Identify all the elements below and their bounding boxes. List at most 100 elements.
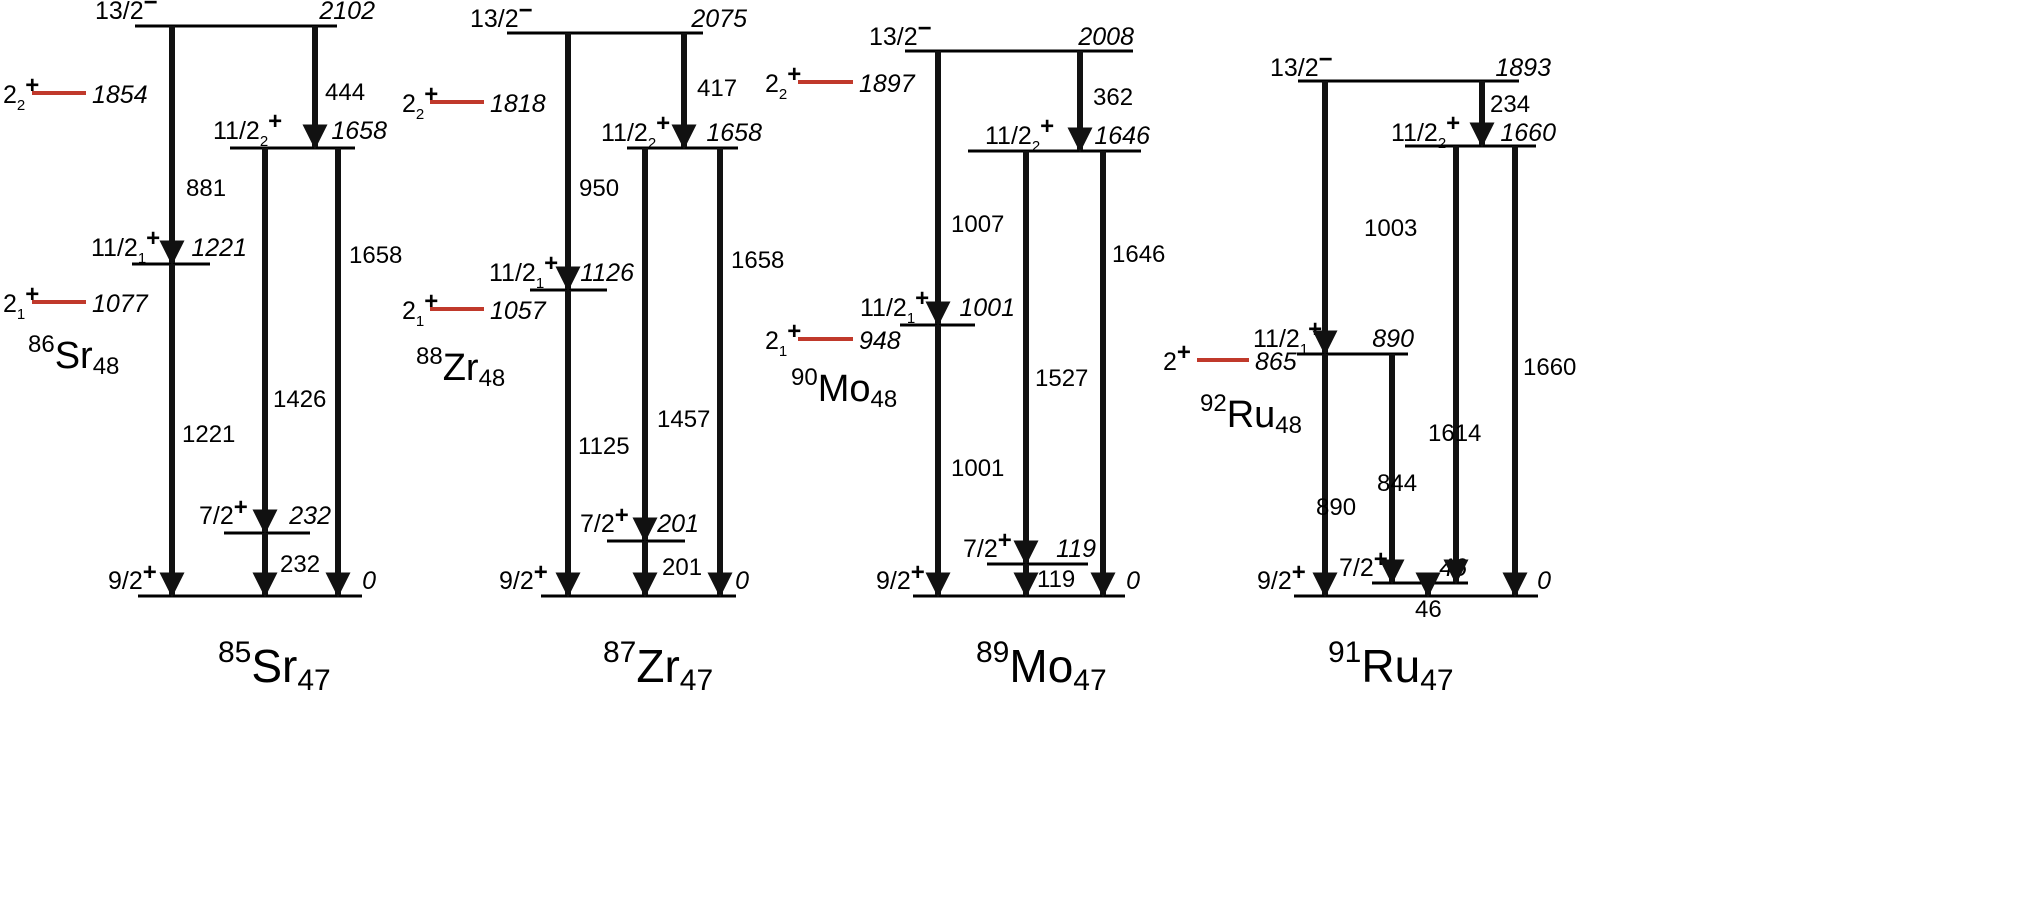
level-spin-label: 13/2− [1270, 46, 1333, 82]
level-spin-label: 11/22+ [213, 108, 282, 150]
level-parity: + [544, 250, 558, 277]
gamma-energy-label: 1125 [578, 433, 630, 460]
level-energy: 1893 [1495, 54, 1551, 82]
level-energy: 232 [288, 502, 331, 530]
core-state-label: 22+ [765, 61, 801, 103]
level-energy: 1658 [706, 119, 762, 147]
level-spin: 13/2 [869, 23, 918, 51]
core-mass-number: 86 [28, 331, 55, 358]
core-state-label: 22+ [402, 81, 438, 123]
level-spin: 7/2 [199, 502, 234, 530]
level-parity: + [615, 502, 629, 529]
gamma-energy-label: 1221 [182, 421, 235, 448]
panel-sr: 13/2−210211/22+165811/21+12217/2+2329/2+… [3, 0, 402, 697]
nucleus-mass-number: 87 [603, 636, 636, 669]
level-energy: 2075 [690, 5, 747, 33]
core-state-parity: + [787, 318, 801, 345]
level-parity: + [1292, 559, 1306, 586]
gamma-energy-label: 1007 [951, 211, 1004, 238]
level-energy: 0 [735, 567, 749, 595]
level-parity: + [998, 527, 1012, 554]
level-spin-label: 7/2+ [199, 494, 248, 530]
core-state-energy: 865 [1255, 348, 1297, 376]
core-state-label: 22+ [3, 72, 39, 114]
level-spin-index: 1 [1300, 341, 1308, 358]
level-parity: + [656, 110, 670, 137]
gamma-energy-label: 46 [1415, 596, 1442, 623]
level-energy: 1001 [959, 294, 1015, 322]
level-spin-label: 13/2− [470, 0, 533, 33]
core-state-index: 2 [779, 86, 787, 103]
core-state-spin: 2 [1163, 348, 1177, 376]
level-spin-label: 7/2+ [1339, 546, 1388, 582]
level-parity: + [146, 225, 160, 252]
core-state-parity: + [424, 288, 438, 315]
core-mass-number: 88 [416, 343, 443, 370]
level-spin-index: 1 [138, 250, 146, 267]
core-state-energy: 1897 [859, 70, 916, 98]
level-parity: + [1040, 113, 1054, 140]
gamma-energy-label: 1003 [1364, 215, 1417, 242]
level-spin-label: 13/2− [869, 15, 932, 51]
nucleus-mass-number: 89 [976, 636, 1009, 669]
nucleus-neutron-number: 47 [297, 664, 330, 697]
level-spin: 11/2 [985, 122, 1032, 150]
level-parity: + [1308, 316, 1322, 343]
core-state-index: 2 [17, 97, 25, 114]
core-state-energy: 1077 [92, 290, 149, 318]
core-element-symbol: Sr [55, 335, 93, 377]
core-state-parity: + [424, 81, 438, 108]
level-spin-label: 11/21+ [91, 225, 160, 267]
gamma-energy-label: 1426 [273, 386, 326, 413]
gamma-energy-label: 444 [325, 79, 365, 106]
gamma-energy-label: 1614 [1428, 420, 1481, 447]
gamma-energy-label: 234 [1490, 91, 1530, 118]
level-spin: 7/2 [963, 535, 998, 563]
core-state-index: 1 [779, 343, 787, 360]
level-spin-label: 9/2+ [499, 559, 548, 595]
core-state-parity: + [25, 72, 39, 99]
gamma-energy-label: 1457 [657, 406, 710, 433]
level-spin-index: 1 [536, 275, 544, 292]
level-spin: 9/2 [108, 567, 143, 595]
level-energy: 2008 [1077, 23, 1134, 51]
level-parity: + [234, 494, 248, 521]
level-spin: 9/2 [1257, 567, 1292, 595]
level-energy: 1646 [1094, 122, 1150, 150]
level-parity: + [915, 285, 929, 312]
core-state-label: 21+ [3, 281, 39, 323]
gamma-energy-label: 881 [186, 175, 226, 202]
level-spin: 11/2 [213, 117, 260, 145]
level-spin-label: 9/2+ [1257, 559, 1306, 595]
level-spin: 7/2 [1339, 554, 1374, 582]
core-state-spin: 2 [402, 297, 416, 325]
level-spin: 11/2 [91, 234, 138, 262]
level-spin: 13/2 [95, 0, 144, 25]
core-element-symbol: Ru [1227, 394, 1276, 436]
gamma-energy-label: 362 [1093, 84, 1133, 111]
level-spin: 11/2 [1253, 325, 1300, 353]
core-nucleus-label: 86Sr48 [28, 331, 119, 380]
level-energy: 1221 [191, 234, 247, 262]
level-spin-label: 11/22+ [985, 113, 1054, 155]
nucleus-mass-number: 91 [1328, 636, 1361, 669]
level-spin-label: 13/2− [95, 0, 158, 25]
level-parity: + [1446, 110, 1460, 137]
core-state-energy: 1818 [490, 90, 546, 118]
core-state-energy: 1854 [92, 81, 148, 109]
core-state-energy: 948 [859, 327, 901, 355]
gamma-energy-label: 201 [662, 554, 702, 581]
level-spin: 9/2 [876, 567, 911, 595]
level-energy: 0 [1126, 567, 1140, 595]
level-energy: 1126 [580, 259, 634, 287]
core-nucleus-label: 90Mo48 [791, 364, 897, 413]
level-energy: 0 [362, 567, 376, 595]
core-state-spin: 2 [3, 290, 17, 318]
nucleus-label: 87Zr47 [603, 636, 713, 697]
gamma-energy-label: 1660 [1523, 354, 1576, 381]
level-spin: 9/2 [499, 567, 534, 595]
level-spin-label: 11/22+ [601, 110, 670, 152]
level-energy: 119 [1056, 535, 1096, 563]
level-parity: + [143, 559, 157, 586]
level-parity: − [1319, 46, 1333, 73]
